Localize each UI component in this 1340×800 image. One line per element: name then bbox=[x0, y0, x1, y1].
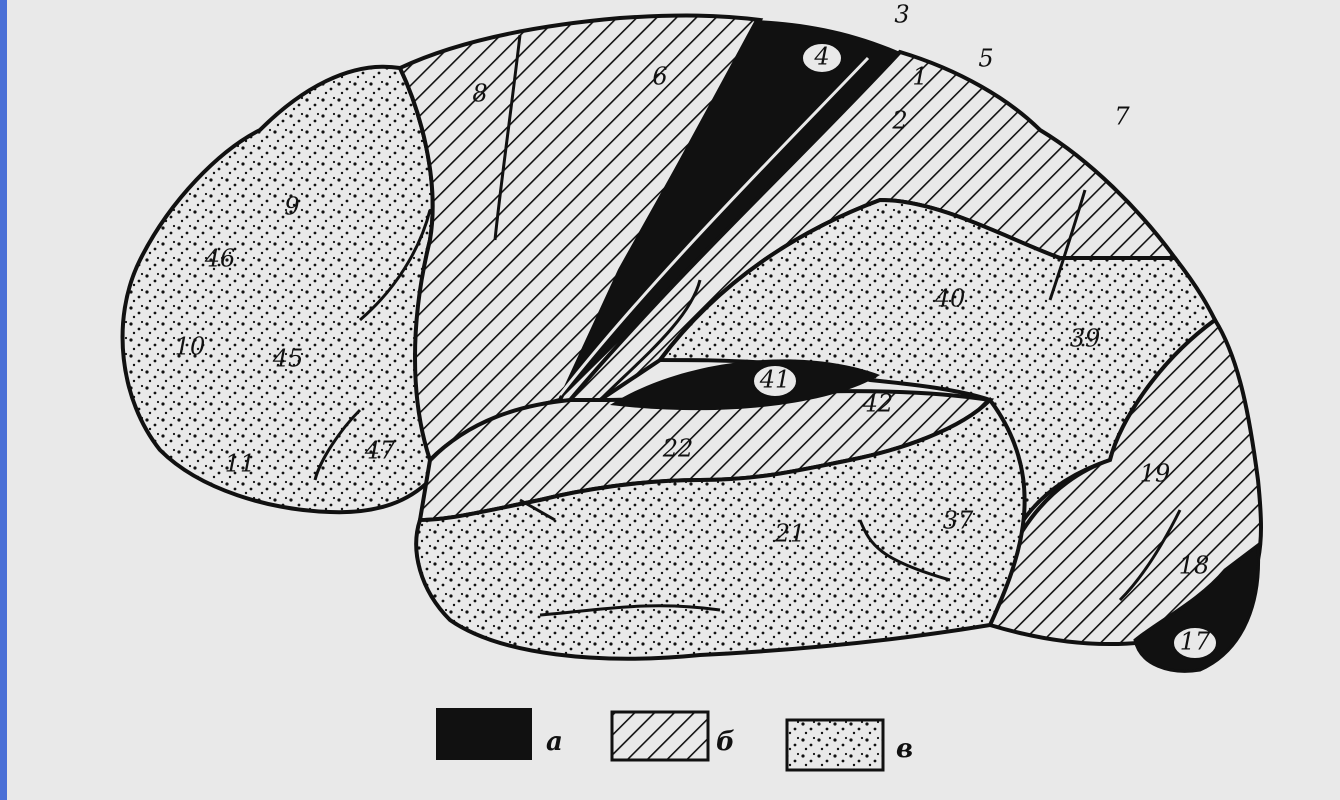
area-label-8: 8 bbox=[472, 80, 487, 108]
area-label-45: 45 bbox=[272, 345, 304, 373]
area-label-5: 5 bbox=[978, 45, 993, 73]
area-label-39: 39 bbox=[1070, 325, 1101, 353]
area-label-2: 2 bbox=[891, 107, 907, 135]
area-label-1: 1 bbox=[912, 63, 927, 91]
area-label-11: 11 bbox=[225, 450, 256, 478]
area-label-18: 18 bbox=[1179, 552, 1210, 580]
legend: a б в bbox=[436, 708, 913, 770]
area-label-17: 17 bbox=[1180, 628, 1211, 656]
legend-label-tertiary: в bbox=[896, 734, 913, 764]
area-label-4: 4 bbox=[813, 43, 829, 71]
area-label-3: 3 bbox=[894, 1, 909, 29]
legend-label-primary: a bbox=[546, 727, 563, 757]
area-label-9: 9 bbox=[284, 193, 299, 221]
area-label-41: 41 bbox=[759, 366, 791, 394]
legend-swatch-primary bbox=[436, 708, 532, 760]
area-label-10: 10 bbox=[175, 333, 206, 361]
area-label-40: 40 bbox=[934, 285, 966, 313]
area-label-21: 21 bbox=[774, 520, 806, 548]
legend-label-secondary: б bbox=[716, 727, 735, 757]
area-label-19: 19 bbox=[1140, 460, 1171, 488]
legend-swatch-secondary bbox=[612, 712, 708, 760]
area-label-37: 37 bbox=[943, 507, 974, 535]
area-label-46: 46 bbox=[204, 245, 236, 273]
area-label-22: 22 bbox=[662, 435, 694, 463]
area-label-7: 7 bbox=[1114, 103, 1130, 131]
area-label-42: 42 bbox=[862, 390, 894, 418]
area-label-47: 47 bbox=[364, 437, 396, 465]
legend-swatch-tertiary bbox=[787, 720, 883, 770]
area-label-6: 6 bbox=[652, 63, 667, 91]
